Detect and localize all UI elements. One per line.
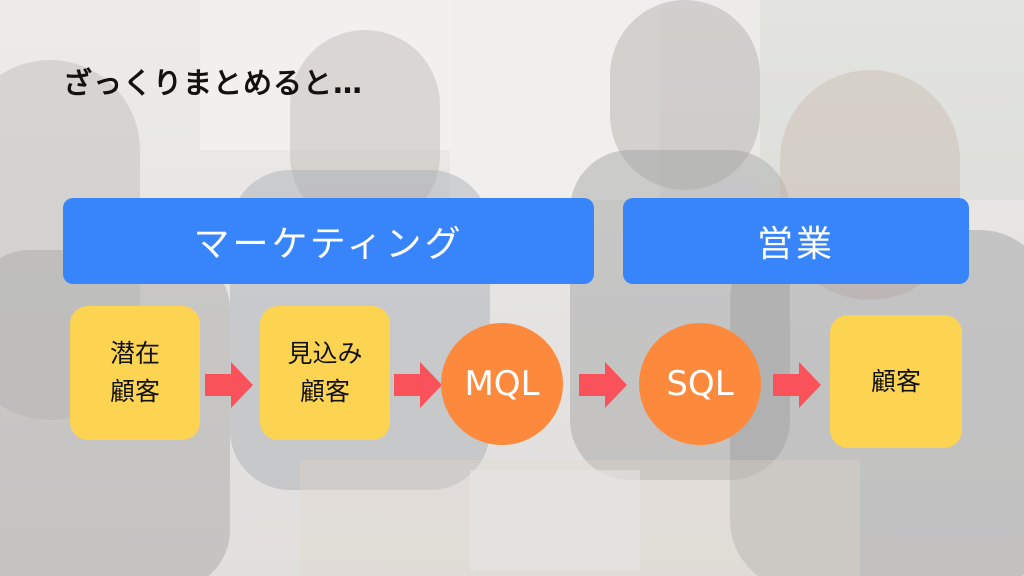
arrow-right-icon — [773, 362, 821, 408]
stage-label-line2: 顧客 — [109, 377, 160, 406]
stage-customer: 顧客 — [830, 315, 962, 448]
arrow-right-icon — [394, 362, 442, 408]
stage-label-line1: 潜在 — [109, 339, 160, 368]
stage-potential-customer: 潜在 顧客 — [70, 306, 200, 440]
stage-prospect: 見込み 顧客 — [260, 306, 390, 440]
phase-sales-bar: 営業 — [623, 198, 969, 284]
stage-label: SQL — [666, 364, 734, 404]
stage-label: MQL — [464, 364, 540, 404]
stage-mql: MQL — [441, 323, 563, 445]
stage-label: 顧客 — [870, 366, 921, 396]
slide-title: ざっくりまとめると… — [63, 66, 364, 100]
stage-label-line2: 顧客 — [299, 377, 350, 406]
arrow-right-icon — [579, 362, 627, 408]
stage-label-line1: 見込み — [287, 339, 363, 368]
stage-sql: SQL — [639, 323, 761, 445]
arrow-right-icon — [205, 362, 253, 408]
phase-marketing-label: マーケティング — [193, 224, 464, 265]
phase-marketing-bar: マーケティング — [63, 198, 594, 284]
phase-sales-label: 営業 — [756, 224, 835, 265]
